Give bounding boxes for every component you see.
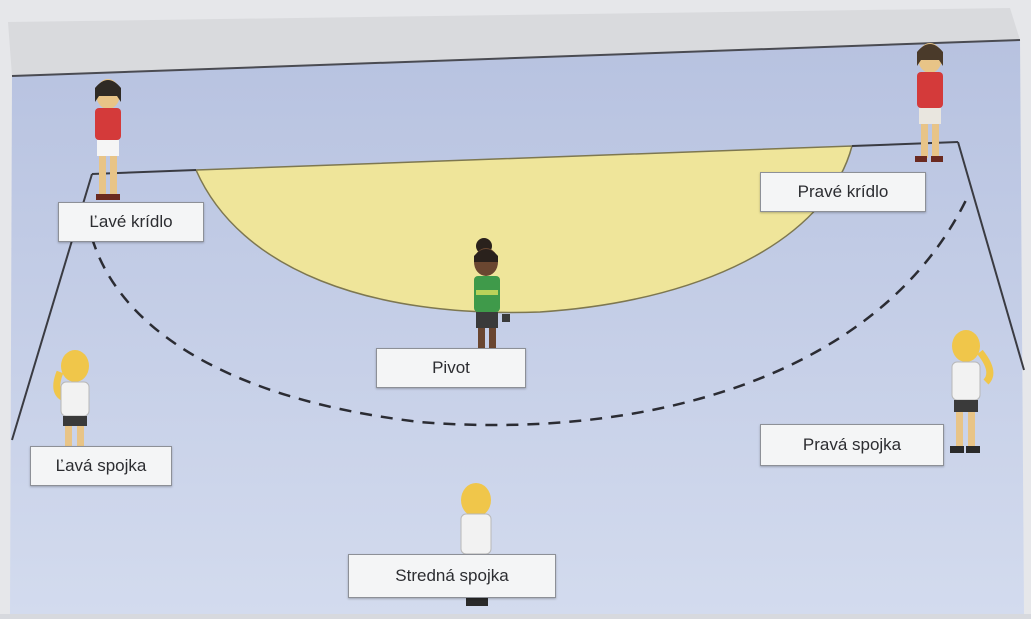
goal-area <box>194 145 853 314</box>
court-surface <box>10 40 1024 614</box>
label-pivot: Pivot <box>376 348 526 388</box>
player-right-back <box>950 330 994 453</box>
right-side-line <box>957 141 1025 371</box>
goal-line-right <box>851 141 959 147</box>
label-right-wing: Pravé krídlo <box>760 172 926 212</box>
label-center-back: Stredná spojka <box>348 554 556 598</box>
player-left-back <box>53 350 90 448</box>
player-center-back <box>460 483 492 606</box>
goal-line-left <box>91 169 197 175</box>
label-right-back: Pravá spojka <box>760 424 944 466</box>
top-bar <box>8 8 1020 76</box>
label-left-wing: Ľavé krídlo <box>58 202 204 242</box>
court-top-edge <box>11 39 1021 77</box>
player-right-wing <box>915 43 943 162</box>
player-pivot <box>474 238 510 348</box>
player-left-wing <box>95 79 121 200</box>
free-throw-line <box>90 195 970 427</box>
label-left-back: Ľavá spojka <box>30 446 172 486</box>
